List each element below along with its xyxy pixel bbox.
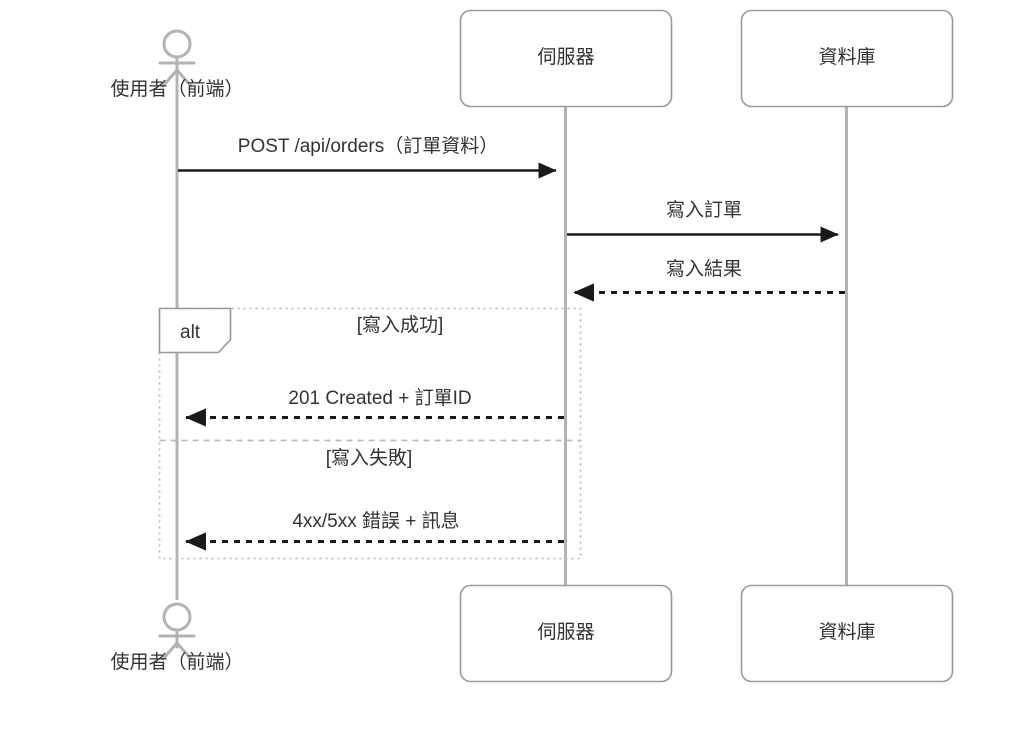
participant-label-server-top: 伺服器 xyxy=(537,47,595,68)
participant-boxes xyxy=(459,9,954,683)
alt-fragment-tag-label: alt xyxy=(180,322,201,343)
actor-figure-top xyxy=(158,29,196,88)
actor-figures xyxy=(158,29,196,661)
alt-fragment xyxy=(158,307,582,560)
alt-fragment-border[interactable] xyxy=(158,307,582,560)
participant-box-server-bottom[interactable] xyxy=(459,584,673,683)
participant-label-database-top: 資料庫 xyxy=(818,47,876,68)
message-arrows xyxy=(178,162,845,551)
actor-label-top: 使用者（前端） xyxy=(110,79,244,100)
actor-figure-bottom xyxy=(158,602,196,661)
participant-label-database-bottom: 資料庫 xyxy=(818,622,876,643)
message-label-post-api-orders: POST /api/orders（訂單資料） xyxy=(237,136,499,157)
footer-dividers xyxy=(0,700,1024,728)
message-label-201-created: 201 Created + 訂單ID xyxy=(288,388,472,409)
participant-box-database-top[interactable] xyxy=(740,9,954,108)
alt-guard-label-failure: [寫入失敗] xyxy=(325,448,413,469)
actor-label-bottom: 使用者（前端） xyxy=(110,652,244,673)
message-label-4xx-5xx-error: 4xx/5xx 錯誤 + 訊息 xyxy=(292,511,460,532)
alt-guard-label-success: [寫入成功] xyxy=(356,315,444,336)
participant-box-server-top[interactable] xyxy=(459,9,673,108)
alt-fragment-tag-shape xyxy=(158,307,232,354)
message-label-write-order: 寫入訂單 xyxy=(665,200,743,221)
message-label-write-result: 寫入結果 xyxy=(665,259,743,280)
participant-box-database-bottom[interactable] xyxy=(740,584,954,683)
participant-label-server-bottom: 伺服器 xyxy=(537,622,595,643)
